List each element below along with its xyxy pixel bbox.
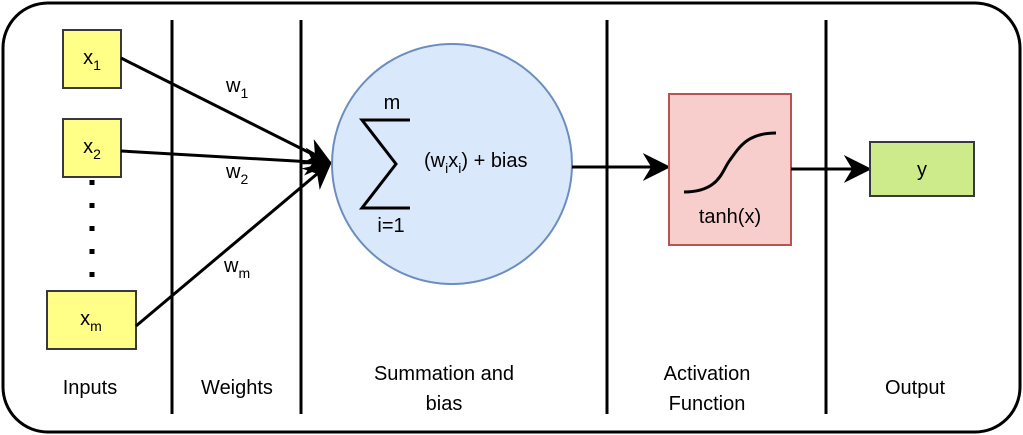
output-label: y: [917, 159, 927, 181]
input-m-sub: m: [90, 318, 102, 334]
edge-xm: [135, 161, 333, 328]
tanh-curve-icon: [683, 131, 777, 194]
activation-label: tanh(x): [699, 206, 761, 228]
sum-expression: (wixi) + bias: [424, 150, 528, 176]
section-label-summation-2: bias: [426, 393, 463, 415]
sum-upper-limit: m: [384, 92, 401, 114]
input-1-sub: 1: [93, 57, 101, 73]
svg-text:x2: x2: [83, 136, 101, 162]
section-label-inputs: Inputs: [63, 377, 117, 399]
input-node-2: x2: [62, 118, 122, 178]
edge-x2: [120, 147, 333, 176]
weight-label-m: wm: [223, 255, 250, 281]
input-2-base: x: [83, 136, 93, 158]
section-label-activation-2: Function: [669, 393, 746, 415]
section-dividers: [170, 20, 828, 414]
section-label-output: Output: [885, 377, 945, 399]
input-m-base: x: [80, 308, 90, 330]
activation-node: tanh(x): [668, 93, 792, 246]
sum-lower-limit: i=1: [377, 215, 404, 237]
weight-label-1: w1: [225, 75, 248, 101]
sigma-symbol: [358, 118, 410, 210]
input-node-m: xm: [46, 290, 137, 350]
section-label-weights: Weights: [201, 377, 273, 399]
svg-text:x1: x1: [83, 47, 101, 73]
edge-x1: [120, 56, 333, 165]
svg-text:xm: xm: [80, 308, 102, 334]
section-label-summation-1: Summation and: [374, 363, 514, 385]
summation-node: m i=1 (wixi) + bias: [331, 43, 573, 285]
weight-label-2: w2: [225, 161, 248, 187]
weighted-edges: [120, 56, 333, 328]
input-node-1: x1: [62, 29, 122, 89]
input-2-sub: 2: [93, 146, 101, 162]
output-node: y: [869, 141, 975, 197]
section-label-activation-1: Activation: [664, 363, 751, 385]
input-1-base: x: [83, 47, 93, 69]
